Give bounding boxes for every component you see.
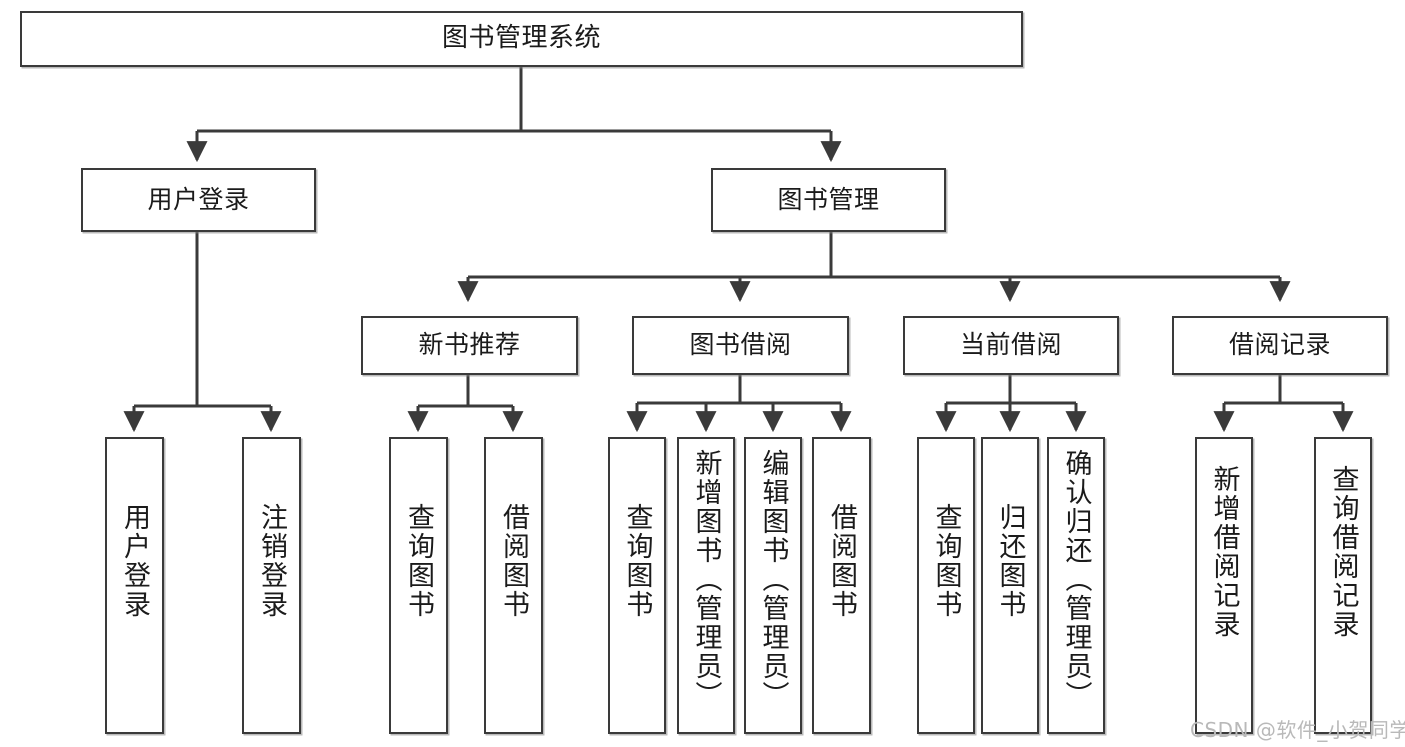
leaf-query-book-recommend[interactable]: 查询图书 bbox=[389, 437, 448, 734]
leaf-borrow-book-borrow[interactable]: 借阅图书 bbox=[812, 437, 871, 734]
node-current-borrow[interactable]: 当前借阅 bbox=[903, 316, 1119, 375]
node-label: 注销登录 bbox=[256, 503, 287, 619]
node-label: 查询借阅记录 bbox=[1327, 465, 1359, 639]
node-label: 图书借阅 bbox=[689, 330, 792, 360]
node-new-book-recommend[interactable]: 新书推荐 bbox=[361, 316, 578, 375]
leaf-borrow-book-recommend[interactable]: 借阅图书 bbox=[484, 437, 543, 734]
leaf-logout-login[interactable]: 注销登录 bbox=[242, 437, 301, 734]
leaf-edit-book[interactable]: 编辑图书（管理员） bbox=[744, 437, 802, 734]
node-label: 新增借阅记录 bbox=[1208, 465, 1240, 639]
node-label: 用户登录 bbox=[147, 184, 250, 214]
node-label: 确认归还（管理员） bbox=[1060, 449, 1092, 710]
node-label: 当前借阅 bbox=[959, 330, 1062, 360]
node-label: 查询图书 bbox=[403, 503, 434, 619]
leaf-confirm-return[interactable]: 确认归还（管理员） bbox=[1047, 437, 1105, 734]
node-label: 借阅图书 bbox=[826, 503, 857, 619]
leaf-add-borrow-record[interactable]: 新增借阅记录 bbox=[1195, 437, 1253, 734]
node-label: 用户登录 bbox=[119, 503, 150, 619]
node-label: 查询图书 bbox=[930, 503, 962, 619]
node-label: 借阅图书 bbox=[498, 503, 529, 619]
node-borrow-record[interactable]: 借阅记录 bbox=[1172, 316, 1388, 375]
node-label: 归还图书 bbox=[994, 503, 1026, 619]
leaf-add-book[interactable]: 新增图书（管理员） bbox=[677, 437, 735, 734]
node-user-login[interactable]: 用户登录 bbox=[81, 168, 316, 232]
leaf-return-book[interactable]: 归还图书 bbox=[981, 437, 1039, 734]
node-label: 新增图书（管理员） bbox=[690, 449, 722, 710]
node-label: 新书推荐 bbox=[418, 330, 521, 360]
node-book-borrow[interactable]: 图书借阅 bbox=[632, 316, 849, 375]
node-label: 编辑图书（管理员） bbox=[757, 449, 789, 710]
node-label: 图书管理 bbox=[777, 184, 880, 214]
leaf-query-book-borrow[interactable]: 查询图书 bbox=[608, 437, 666, 734]
node-root-book-management-system[interactable]: 图书管理系统 bbox=[20, 11, 1023, 67]
csdn-watermark: CSDN @软件_小贺同学 bbox=[1190, 718, 1405, 742]
leaf-query-borrow-record[interactable]: 查询借阅记录 bbox=[1314, 437, 1372, 734]
node-label: 查询图书 bbox=[621, 503, 653, 619]
node-book-manage[interactable]: 图书管理 bbox=[711, 168, 946, 232]
node-label: 借阅记录 bbox=[1228, 330, 1331, 360]
node-label: 图书管理系统 bbox=[441, 23, 601, 54]
leaf-query-book-current[interactable]: 查询图书 bbox=[917, 437, 975, 734]
leaf-user-login[interactable]: 用户登录 bbox=[105, 437, 164, 734]
